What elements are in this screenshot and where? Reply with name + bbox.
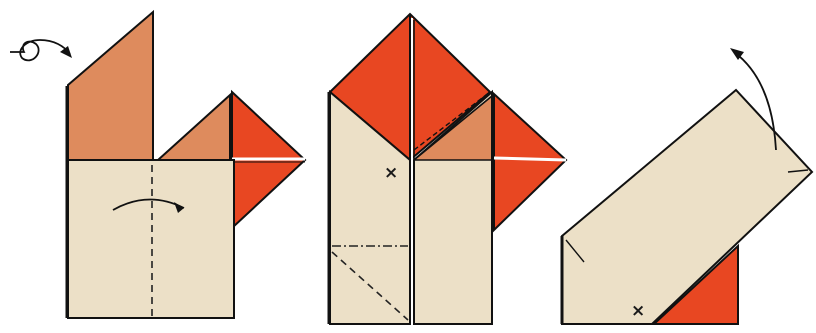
- step-1-figure: [67, 12, 305, 318]
- x-mark: ×: [384, 163, 398, 183]
- step2-red-diamond: [494, 94, 566, 230]
- step-2-figure: ×: [329, 14, 566, 324]
- step1-middle-flap: [158, 95, 230, 160]
- step3-beige-strip: [562, 90, 812, 324]
- step1-base-square: [68, 160, 234, 318]
- step-3-figure: ×: [562, 48, 812, 324]
- turn-over-arrow-icon: [10, 40, 72, 60]
- step1-left-flap: [68, 12, 153, 160]
- x-mark: ×: [631, 301, 645, 321]
- step2-diamond-crease: [494, 158, 566, 160]
